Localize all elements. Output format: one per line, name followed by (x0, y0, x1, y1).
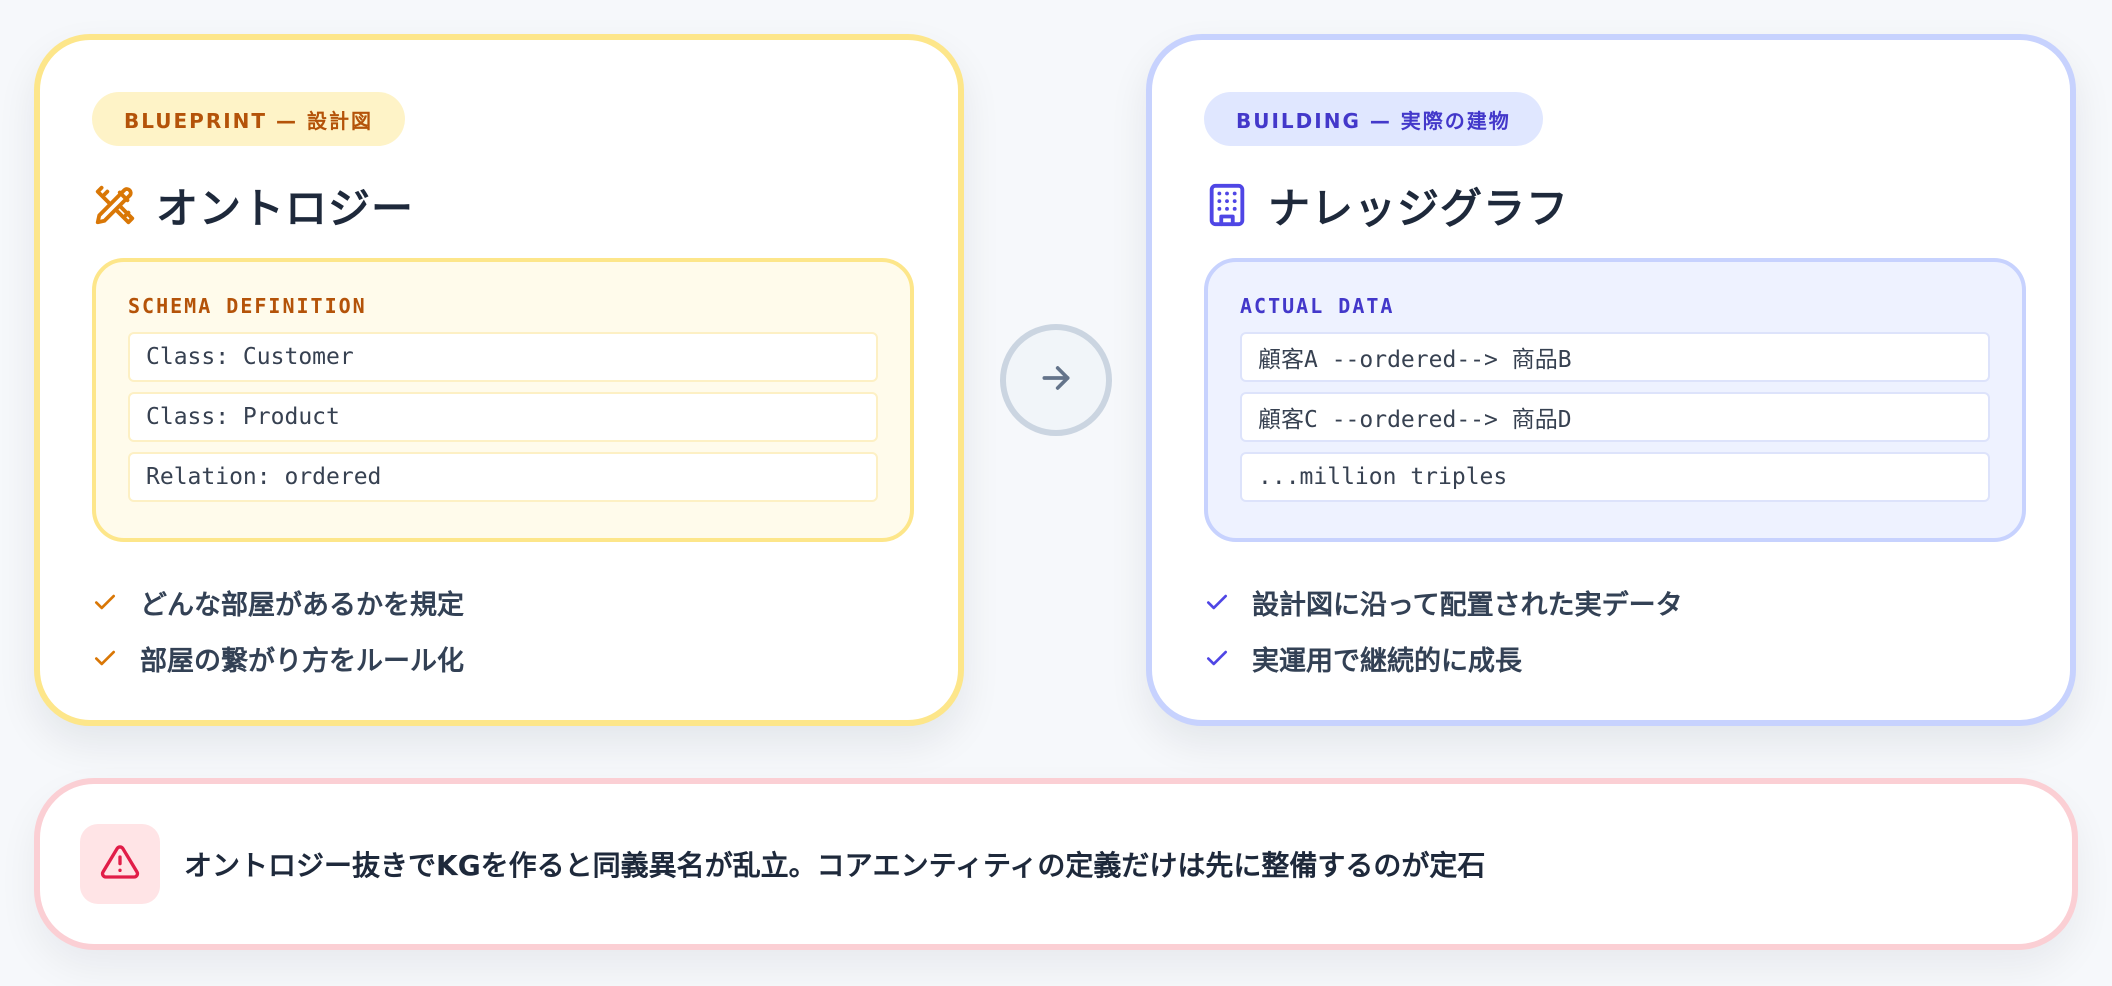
arrow-right-icon (1036, 358, 1076, 402)
blueprint-badge: BLUEPRINT — 設計図 (92, 92, 405, 146)
check-text: 実運用で継続的に成長 (1252, 645, 1522, 677)
check-icon (1204, 589, 1230, 615)
check-icon (92, 645, 118, 671)
knowledge-graph-card: BUILDING — 実際の建物 ナレッジグラフ ACTUAL DATA 顧客A… (1146, 34, 2076, 726)
schema-row: Class: Product (128, 392, 878, 442)
schema-definition-label: SCHEMA DEFINITION (128, 294, 367, 318)
building-icon (1204, 182, 1250, 228)
check-text: どんな部屋があるかを規定 (140, 589, 464, 621)
check-icon (1204, 645, 1230, 671)
building-badge: BUILDING — 実際の建物 (1204, 92, 1543, 146)
check-text: 部屋の繋がり方をルール化 (140, 645, 464, 677)
warning-text: オントロジー抜きでKGを作ると同義異名が乱立。コアエンティティの定義だけは先に整… (184, 849, 1486, 882)
schema-row: Class: Customer (128, 332, 878, 382)
check-item: 部屋の繋がり方をルール化 (92, 630, 464, 686)
data-row: ...million triples (1240, 452, 1990, 502)
actual-data-panel: ACTUAL DATA 顧客A --ordered--> 商品B 顧客C --o… (1204, 258, 2026, 542)
warning-icon-box (80, 824, 160, 904)
kg-checklist: 設計図に沿って配置された実データ 実運用で継続的に成長 (1204, 574, 1683, 686)
check-item: 実運用で継続的に成長 (1204, 630, 1683, 686)
check-icon (92, 589, 118, 615)
data-row: 顧客C --ordered--> 商品D (1240, 392, 1990, 442)
ontology-title: オントロジー (156, 183, 415, 233)
actual-data-label: ACTUAL DATA (1240, 294, 1395, 318)
ontology-checklist: どんな部屋があるかを規定 部屋の繋がり方をルール化 (92, 574, 464, 686)
alert-triangle-icon (100, 842, 140, 886)
pencil-ruler-icon (92, 182, 138, 228)
data-row: 顧客A --ordered--> 商品B (1240, 332, 1990, 382)
warning-banner: オントロジー抜きでKGを作ると同義異名が乱立。コアエンティティの定義だけは先に整… (34, 778, 2078, 950)
schema-definition-panel: SCHEMA DEFINITION Class: Customer Class:… (92, 258, 914, 542)
check-text: 設計図に沿って配置された実データ (1252, 589, 1683, 621)
check-item: どんな部屋があるかを規定 (92, 574, 464, 630)
ontology-heading: オントロジー (92, 170, 414, 240)
kg-heading: ナレッジグラフ (1204, 170, 1569, 240)
kg-title: ナレッジグラフ (1268, 183, 1570, 233)
connector-arrow (1000, 324, 1112, 436)
check-item: 設計図に沿って配置された実データ (1204, 574, 1683, 630)
ontology-card: BLUEPRINT — 設計図 オントロジー SCHEMA DEFINITION… (34, 34, 964, 726)
schema-row: Relation: ordered (128, 452, 878, 502)
